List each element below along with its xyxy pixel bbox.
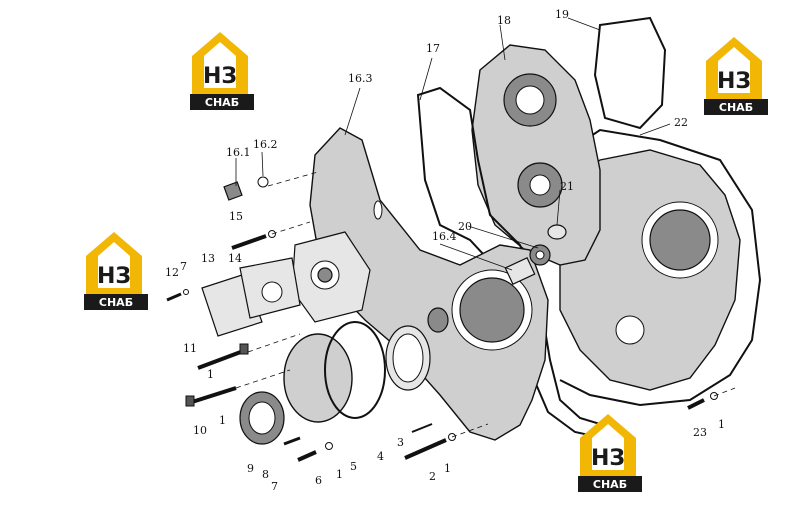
oil-seal-9 bbox=[239, 391, 285, 445]
bolt-11 bbox=[197, 343, 249, 370]
pin-3 bbox=[411, 423, 433, 433]
svg-text:СНАБ: СНАБ bbox=[593, 478, 627, 491]
logo-top-left: НЗ СНАБ bbox=[190, 32, 254, 110]
logo-bottom-center: НЗ СНАБ bbox=[578, 414, 642, 492]
svg-text:СНАБ: СНАБ bbox=[205, 96, 239, 109]
callout-16-1: 16.1 bbox=[226, 146, 251, 159]
leader-lines bbox=[235, 17, 671, 271]
bolt-23 bbox=[687, 392, 718, 410]
bolt-12 bbox=[166, 289, 189, 302]
plug-16-1 bbox=[223, 176, 269, 201]
callout-14: 14 bbox=[228, 252, 242, 265]
callout-16-3: 16.3 bbox=[348, 72, 373, 85]
cap-5 bbox=[283, 333, 353, 423]
bolt-2 bbox=[404, 433, 456, 460]
callout-7-bottom: 7 bbox=[271, 480, 278, 493]
bolt-6 bbox=[297, 442, 333, 462]
callout-18: 18 bbox=[497, 14, 511, 27]
callout-5: 5 bbox=[350, 460, 357, 473]
callout-1-right: 1 bbox=[444, 462, 451, 475]
bolt-10 bbox=[185, 386, 237, 407]
callout-3: 3 bbox=[397, 436, 404, 449]
callout-1-left-b: 1 bbox=[219, 414, 226, 427]
gasket-4 bbox=[324, 321, 386, 419]
callout-1-mid: 1 bbox=[336, 468, 343, 481]
gear-20 bbox=[529, 244, 551, 266]
callout-21: 21 bbox=[560, 180, 574, 193]
callout-20: 20 bbox=[458, 220, 472, 233]
callout-1-far-right: 1 bbox=[718, 418, 725, 431]
callout-13: 13 bbox=[201, 252, 215, 265]
callout-labels: 18 19 17 16.3 22 16.1 16.2 21 20 16.4 15… bbox=[165, 8, 725, 493]
flange-14 bbox=[291, 231, 371, 323]
svg-text:НЗ: НЗ bbox=[717, 69, 751, 94]
callout-1-left-a: 1 bbox=[207, 368, 214, 381]
gasket-rear-outline bbox=[539, 128, 762, 407]
callout-19: 19 bbox=[555, 8, 569, 21]
logo-top-right: НЗ СНАБ bbox=[704, 37, 768, 115]
bolt-8 bbox=[283, 436, 301, 446]
rear-housing-22 bbox=[559, 149, 741, 391]
callout-17: 17 bbox=[426, 42, 440, 55]
svg-text:НЗ: НЗ bbox=[97, 264, 131, 289]
callout-6: 6 bbox=[315, 474, 322, 487]
svg-text:СНАБ: СНАБ bbox=[99, 296, 133, 309]
callout-12: 12 bbox=[165, 266, 179, 279]
callout-15: 15 bbox=[229, 210, 243, 223]
callout-16-4: 16.4 bbox=[432, 230, 457, 243]
shaft-16-4 bbox=[504, 256, 536, 286]
callout-8: 8 bbox=[262, 468, 269, 481]
callout-16-2: 16.2 bbox=[253, 138, 278, 151]
callout-4: 4 bbox=[377, 450, 384, 463]
svg-text:НЗ: НЗ bbox=[203, 64, 237, 89]
alignment-lines bbox=[235, 171, 736, 438]
timing-case-18 bbox=[471, 44, 601, 266]
callout-23: 23 bbox=[693, 426, 707, 439]
logo-middle-left: НЗ СНАБ bbox=[84, 232, 148, 310]
callout-2: 2 bbox=[429, 470, 436, 483]
callout-11: 11 bbox=[183, 342, 197, 355]
front-cover-16-3 bbox=[309, 127, 549, 441]
svg-text:НЗ: НЗ bbox=[591, 446, 625, 471]
bolt-15 bbox=[231, 230, 276, 250]
callout-10: 10 bbox=[193, 424, 207, 437]
gasket-19 bbox=[593, 16, 667, 130]
ring bbox=[385, 325, 431, 391]
callout-7-top: 7 bbox=[180, 260, 187, 273]
gasket-14-plate bbox=[239, 257, 301, 319]
callout-22: 22 bbox=[674, 116, 688, 129]
callout-9: 9 bbox=[247, 462, 254, 475]
bolt-21 bbox=[547, 224, 567, 240]
svg-text:СНАБ: СНАБ bbox=[719, 101, 753, 114]
